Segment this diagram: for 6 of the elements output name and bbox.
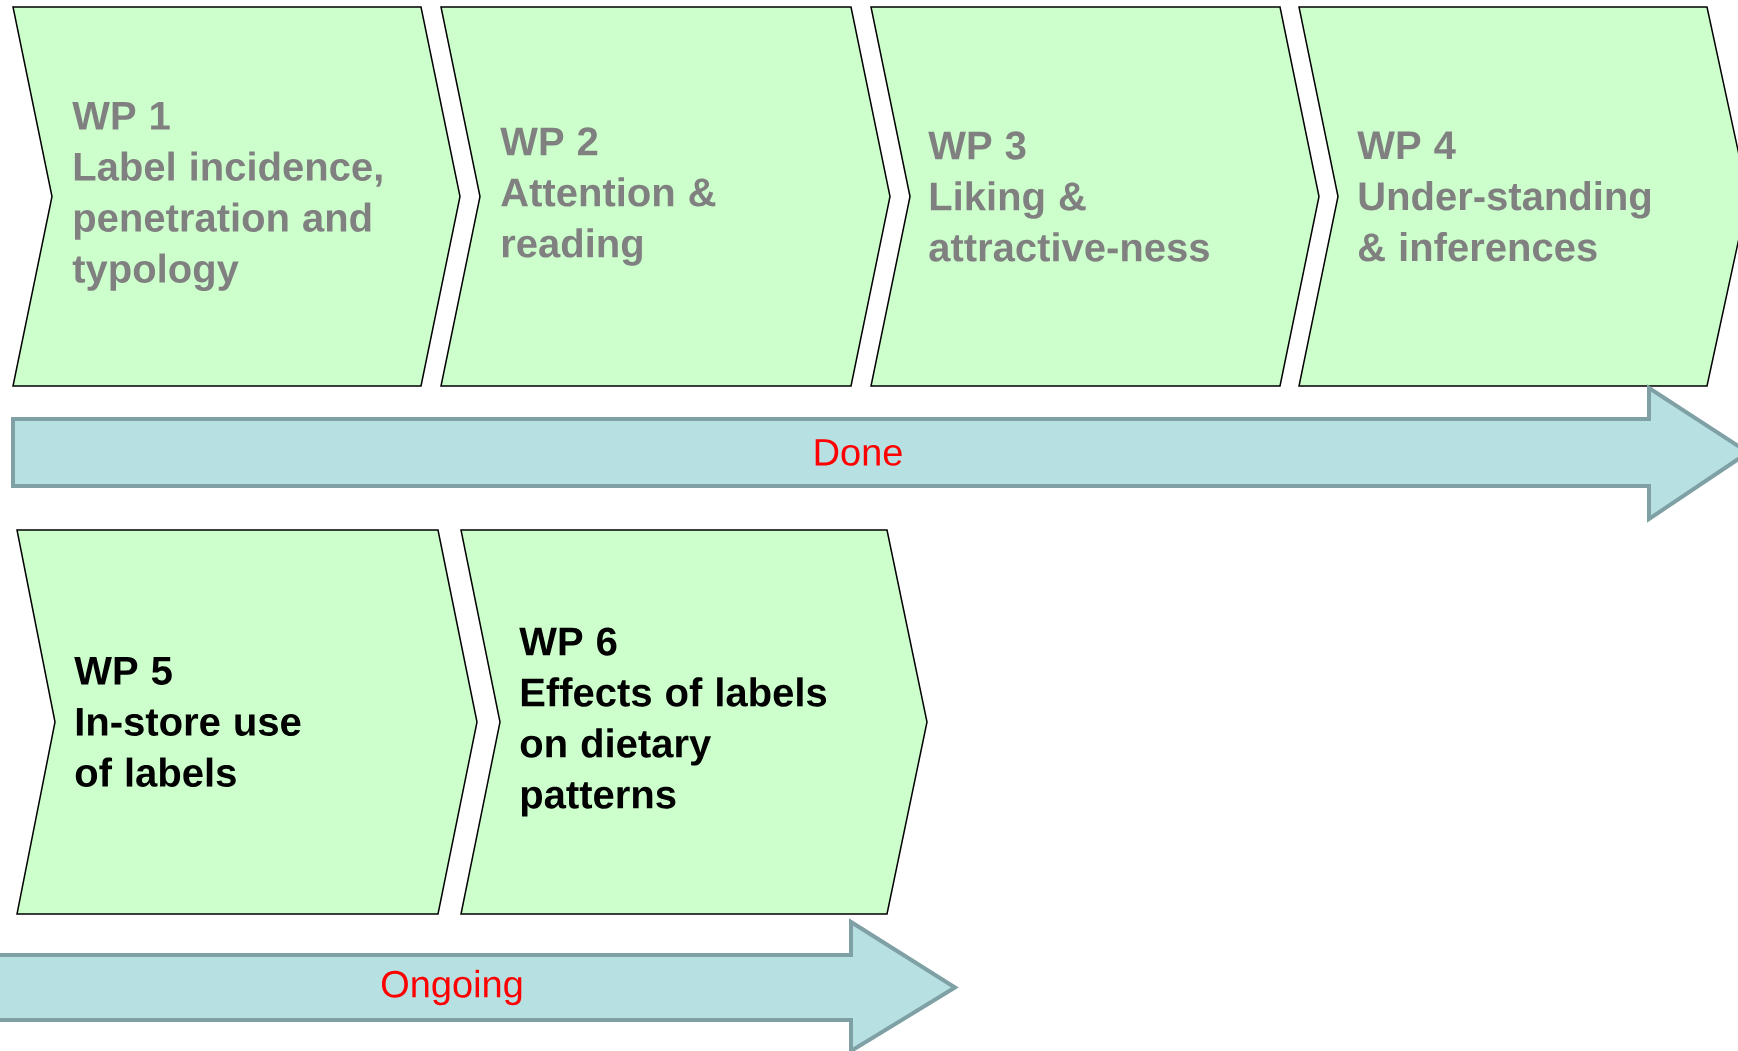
- chevron-box: WP 1 Label incidence, penetration and typology: [12, 6, 461, 387]
- chevron-box: WP 5 In-store use of labels: [16, 529, 478, 915]
- chevron-box: WP 6 Effects of labels on dietary patterns: [460, 529, 928, 915]
- chevron-box: WP 2 Attention & reading: [440, 6, 891, 387]
- chevron-box: WP 4 Under-standing & inferences: [1298, 6, 1738, 387]
- chevron-box: WP 3 Liking & attractive-ness: [870, 6, 1320, 387]
